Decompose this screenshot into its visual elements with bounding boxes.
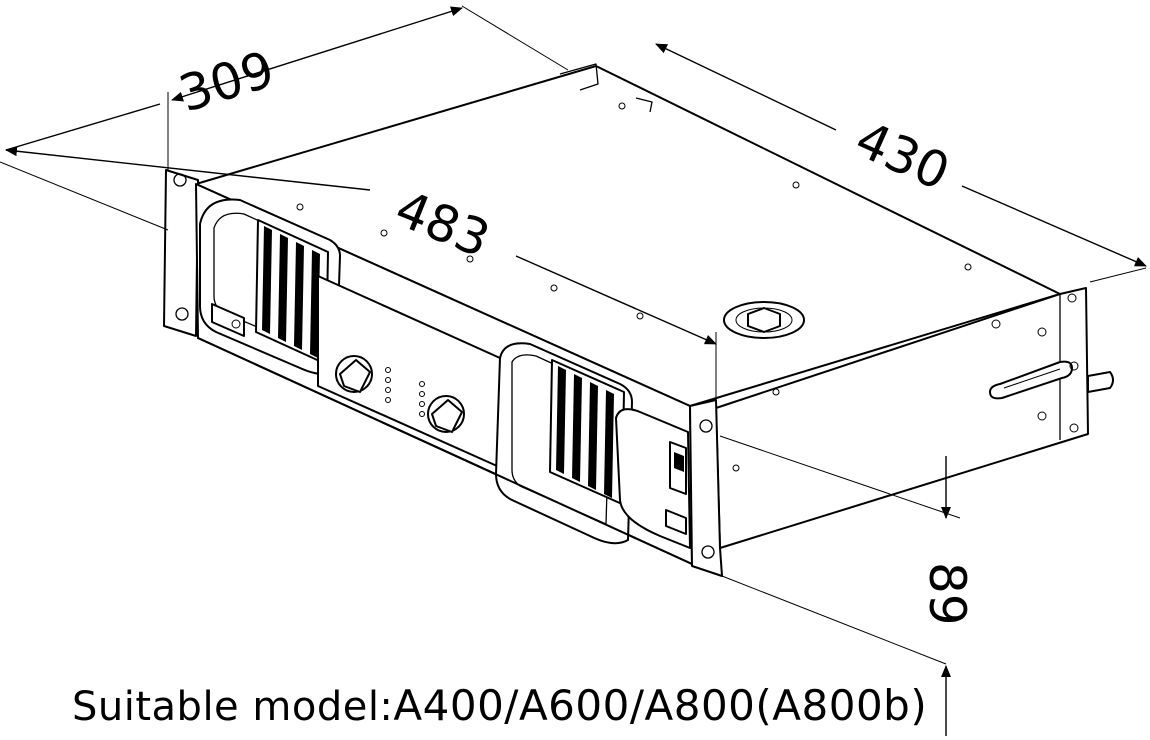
depth-dimension-label: 309 [173,40,281,123]
height-dimension-label: 89 [918,562,976,626]
dimension-lines [0,5,1147,736]
front-panel [163,169,723,577]
suitable-model-caption: Suitable model:A400/A600/A800(A800b) [72,676,927,737]
caption-models: A400/A600/A800(A800b) [393,681,928,730]
caption-label: Suitable model: [72,684,394,730]
body-width-dimension-label: 430 [847,110,958,202]
